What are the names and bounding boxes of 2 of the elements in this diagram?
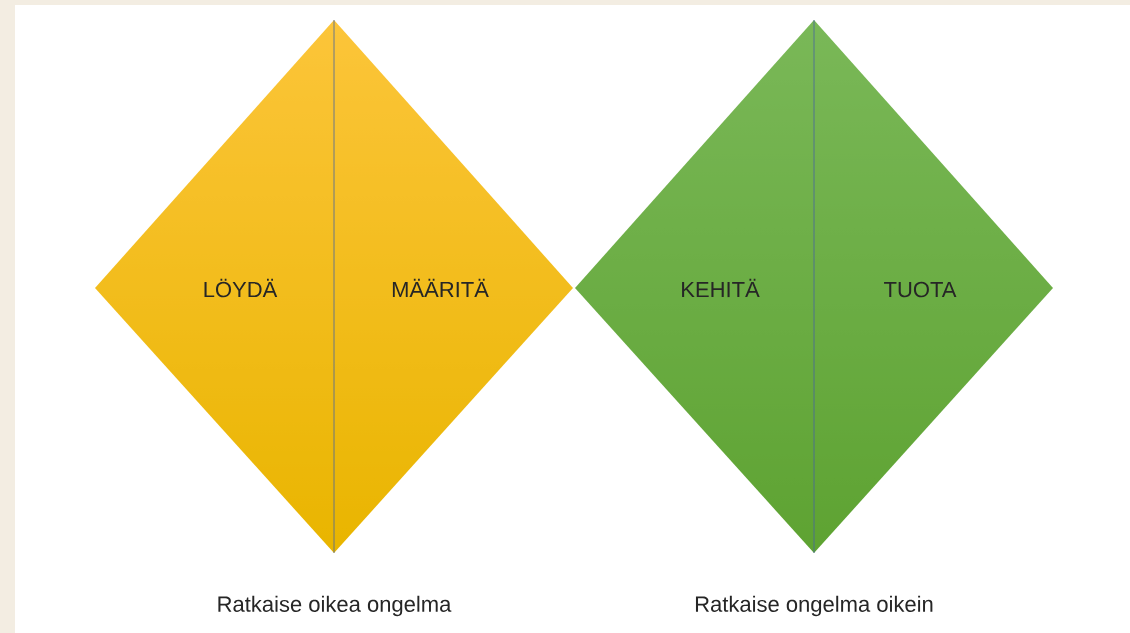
node-label: Ratkaise ongelma oikein — [695, 595, 933, 617]
node-label: Ratkaise oikea ongelma — [218, 595, 452, 617]
